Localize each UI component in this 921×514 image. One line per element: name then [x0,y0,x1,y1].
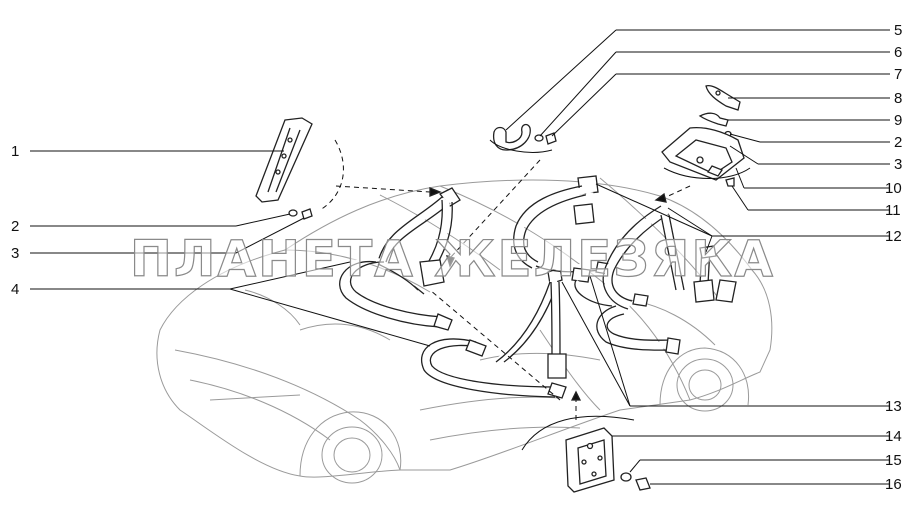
screw-part [725,177,735,187]
callout-4: 4 [11,281,19,298]
leader-lines [30,29,890,485]
callout-10: 10 [885,180,902,197]
callout-3-right: 3 [894,156,902,173]
callout-8: 8 [894,90,902,107]
trim-cover-part [661,126,745,181]
callout-5: 5 [894,22,902,39]
washer-part [288,209,298,217]
rear-seat-belt-right [571,205,685,355]
callout-15: 15 [885,452,902,469]
washer-part [534,134,544,142]
callout-9: 9 [894,112,902,129]
bolt-part [545,132,557,145]
callout-1: 1 [11,143,19,160]
callout-2-left: 2 [11,218,19,235]
bolt-part [635,477,651,491]
car-body-outline [156,177,773,484]
callout-12: 12 [885,228,902,245]
buckle-bracket-part [565,427,615,493]
callout-labels: 1 2 3 4 5 6 7 8 9 2 3 10 11 12 13 14 15 … [11,22,902,493]
rear-seat-belt-left [513,175,611,275]
callout-11: 11 [885,202,901,219]
callout-14: 14 [885,428,902,445]
mounting-bracket-part [705,84,741,111]
bolt-part [301,208,313,220]
washer-part [620,472,632,482]
grab-handle-part [492,123,531,151]
front-seat-belt-left [339,187,461,331]
callout-6: 6 [894,44,902,61]
callout-3-left: 3 [11,245,19,262]
callout-7: 7 [894,66,902,83]
retractor-bracket-part [255,117,313,203]
callout-16: 16 [885,476,902,493]
clip-part [698,112,729,127]
watermark-text: ПЛАНЕТА ЖЕЛЕЗЯКА [130,230,775,288]
callout-13: 13 [885,398,902,415]
callout-2-right: 2 [894,134,902,151]
